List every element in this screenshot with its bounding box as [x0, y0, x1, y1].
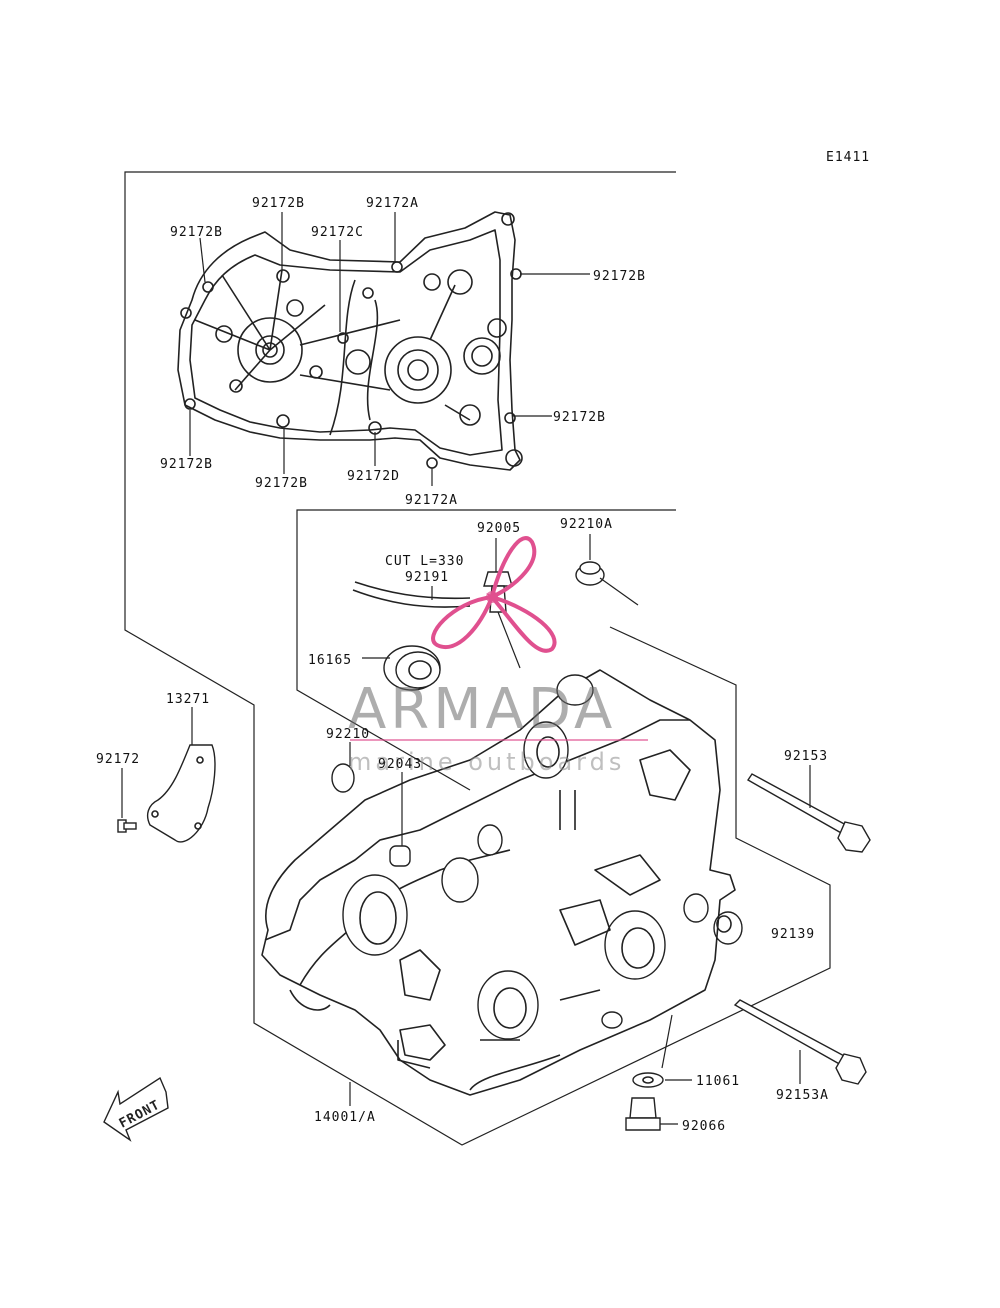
oil-seal-16165 [362, 645, 441, 691]
label-14001A: 14001/A [314, 1110, 376, 1125]
label-92005: 92005 [477, 521, 521, 536]
label-92139: 92139 [771, 927, 815, 942]
label-92066: 92066 [682, 1119, 726, 1134]
label-92153A: 92153A [776, 1088, 829, 1103]
label-92210A: 92210A [560, 517, 613, 532]
breather-hose [352, 581, 471, 608]
grommet-92210 [331, 742, 355, 793]
label-92172B-top: 92172B [252, 196, 305, 211]
label-13271: 13271 [166, 692, 210, 707]
part-labels: 92172B 92172A 92172B 92172C 92172B 92172… [96, 196, 829, 1134]
collar-92139 [713, 911, 743, 945]
label-cut-length: CUT L=330 [385, 554, 464, 569]
group-outlines [124, 171, 831, 1146]
label-92172B-bottom-left: 92172B [160, 457, 213, 472]
drain-plug-92066 [625, 1097, 678, 1131]
propeller-logo [431, 536, 557, 653]
washer-11061 [632, 1014, 692, 1088]
label-92172: 92172 [96, 752, 140, 767]
watermark: ARMADA marine outboards [348, 536, 648, 776]
bolt-92153 [747, 765, 871, 853]
label-92191: 92191 [405, 570, 449, 585]
crankcase-gasket [177, 211, 523, 471]
label-92172B-right: 92172B [593, 269, 646, 284]
bolt-92153A [733, 999, 867, 1085]
label-92172B-right-lower: 92172B [553, 410, 606, 425]
label-92172C: 92172C [311, 225, 364, 240]
front-arrow: FRONT [103, 1076, 169, 1142]
label-16165: 16165 [308, 653, 352, 668]
label-92153: 92153 [784, 749, 828, 764]
crankcase-14001 [261, 669, 736, 1106]
label-92172A-top: 92172A [366, 196, 419, 211]
watermark-brand: ARMADA [348, 677, 616, 742]
watermark-tagline: marine outboards [348, 748, 625, 776]
label-92172B-bottom-center: 92172B [255, 476, 308, 491]
plate-13271 [146, 707, 216, 843]
label-92172A-bottom: 92172A [405, 493, 458, 508]
screw-92172 [117, 768, 137, 833]
grommet-92210A [575, 534, 639, 606]
diagram-code: E1411 [826, 150, 870, 165]
dowel-pin-92043 [389, 772, 411, 867]
label-92210: 92210 [326, 727, 370, 742]
label-92172D: 92172D [347, 469, 400, 484]
gasket-leaders [189, 212, 590, 486]
label-11061: 11061 [696, 1074, 740, 1089]
label-92172B-left: 92172B [170, 225, 223, 240]
label-92043: 92043 [378, 757, 422, 772]
